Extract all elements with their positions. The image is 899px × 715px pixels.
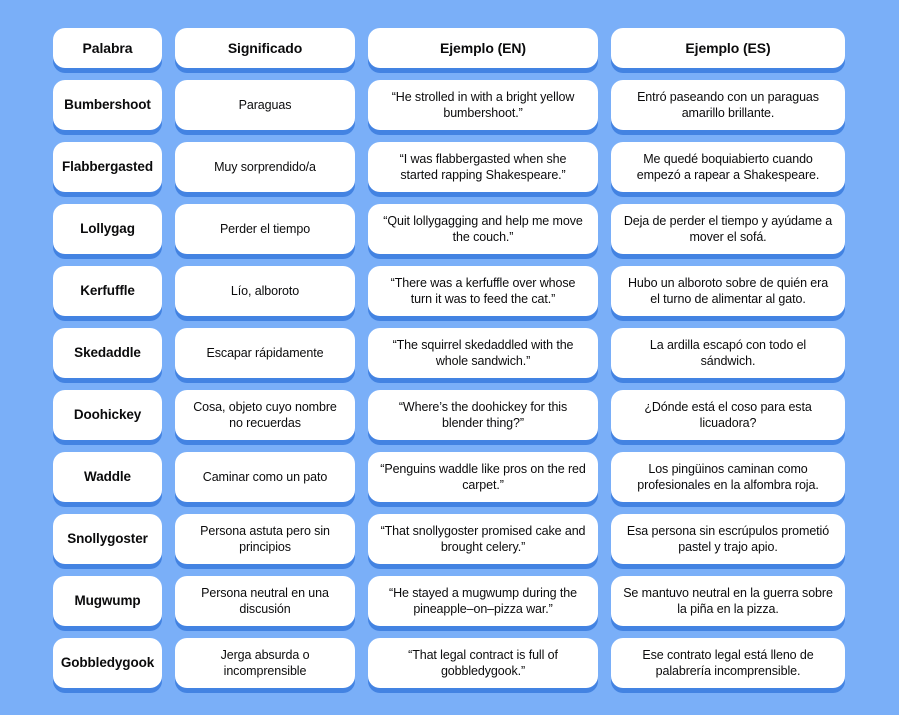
cell-word: Lollygag [53,204,162,254]
cell-example-es: Me quedé boquiabierto cuando empezó a ra… [611,142,845,192]
cell-word-text: Flabbergasted [62,159,153,175]
cell-example-es-text: Esa persona sin escrúpulos prometió past… [626,523,830,555]
cell-example-en-text: “That legal contract is full of gobbledy… [408,647,558,679]
cell-word-text: Lollygag [80,221,135,237]
cell-meaning: Muy sorprendido/a [175,142,355,192]
cell-word: Flabbergasted [53,142,162,192]
cell-example-es-text: Los pingüinos caminan como profesionales… [637,461,819,493]
cell-example-es: Entró paseando con un paraguas amarillo … [611,80,845,130]
column-header-ejemplo_es-text: Ejemplo (ES) [685,39,771,56]
cell-word: Mugwump [53,576,162,626]
column-header-significado: Significado [175,28,355,68]
vocabulary-table: Palabra Significado Ejemplo (EN) Ejemplo (E… [53,28,845,688]
cell-example-es-text: Deja de perder el tiempo y ayúdame a mov… [623,213,833,245]
cell-example-es: Se mantuvo neutral en la guerra sobre la… [611,576,845,626]
cell-example-en-text: “The squirrel skedaddled with the whole … [392,337,574,369]
cell-meaning-text: Jerga absurda o incomprensible [220,647,310,679]
cell-word: Bumbershoot [53,80,162,130]
cell-example-es-text: Entró paseando con un paraguas amarillo … [637,89,819,121]
cell-word-text: Mugwump [74,593,141,609]
cell-example-es-text: ¿Dónde está el coso para esta licuadora? [644,399,812,431]
cell-meaning: Cosa, objeto cuyo nombre no recuerdas [175,390,355,440]
cell-word-text: Waddle [84,469,131,485]
cell-example-en: “That legal contract is full of gobbledy… [368,638,598,688]
cell-meaning-text: Persona neutral en una discusión [201,585,329,617]
cell-example-es-text: Se mantuvo neutral en la guerra sobre la… [623,585,833,617]
cell-word-text: Snollygoster [67,531,148,547]
cell-example-en: “Penguins waddle like pros on the red ca… [368,452,598,502]
cell-word-text: Bumbershoot [64,97,151,113]
cell-example-es-text: Ese contrato legal está lleno de palabre… [642,647,814,679]
cell-example-es: Los pingüinos caminan como profesionales… [611,452,845,502]
cell-meaning-text: Perder el tiempo [219,221,311,236]
cell-meaning: Escapar rápidamente [175,328,355,378]
cell-example-en-text: “That snollygoster promised cake and bro… [380,523,586,555]
cell-example-en: “He strolled in with a bright yellow bum… [368,80,598,130]
column-header-palabra-text: Palabra [82,39,133,56]
cell-meaning: Persona astuta pero sin principios [175,514,355,564]
column-header-significado-text: Significado [227,39,303,56]
cell-example-en-text: “Where’s the doohickey for this blender … [398,399,568,431]
cell-meaning-text: Lío, alboroto [230,283,300,298]
cell-word: Snollygoster [53,514,162,564]
cell-example-en-text: “There was a kerfuffle over whose turn i… [390,275,576,307]
cell-example-es: Ese contrato legal está lleno de palabre… [611,638,845,688]
cell-meaning-text: Caminar como un pato [202,469,328,484]
cell-word: Kerfuffle [53,266,162,316]
cell-example-en-text: “I was flabbergasted when she started ra… [399,151,567,183]
cell-meaning: Caminar como un pato [175,452,355,502]
cell-word: Skedaddle [53,328,162,378]
cell-example-en: “That snollygoster promised cake and bro… [368,514,598,564]
cell-example-en-text: “He strolled in with a bright yellow bum… [391,89,575,121]
cell-meaning: Perder el tiempo [175,204,355,254]
cell-word-text: Gobbledygook [60,655,155,671]
cell-meaning-text: Escapar rápidamente [206,345,324,360]
cell-example-en: “Quit lollygagging and help me move the … [368,204,598,254]
cell-word: Gobbledygook [53,638,162,688]
cell-example-es-text: Me quedé boquiabierto cuando empezó a ra… [636,151,820,183]
cell-example-es: Esa persona sin escrúpulos prometió past… [611,514,845,564]
cell-word-text: Skedaddle [74,345,141,361]
cell-word: Doohickey [53,390,162,440]
cell-meaning-text: Cosa, objeto cuyo nombre no recuerdas [193,399,337,431]
cell-example-es: La ardilla escapó con todo el sándwich. [611,328,845,378]
cell-example-en: “Where’s the doohickey for this blender … [368,390,598,440]
cell-example-es-text: Hubo un alboroto sobre de quién era el t… [627,275,829,307]
cell-meaning-text: Paraguas [238,97,292,112]
cell-example-en: “I was flabbergasted when she started ra… [368,142,598,192]
cell-meaning: Paraguas [175,80,355,130]
cell-meaning-text: Persona astuta pero sin principios [200,523,330,555]
cell-word: Waddle [53,452,162,502]
cell-example-es: Hubo un alboroto sobre de quién era el t… [611,266,845,316]
cell-word-text: Kerfuffle [80,283,135,299]
cell-example-en: “The squirrel skedaddled with the whole … [368,328,598,378]
cell-meaning: Persona neutral en una discusión [175,576,355,626]
cell-meaning-text: Muy sorprendido/a [214,159,316,174]
column-header-ejemplo_en-text: Ejemplo (EN) [440,39,526,56]
cell-meaning: Lío, alboroto [175,266,355,316]
cell-example-en: “There was a kerfuffle over whose turn i… [368,266,598,316]
cell-example-en-text: “Penguins waddle like pros on the red ca… [380,461,586,493]
cell-meaning: Jerga absurda o incomprensible [175,638,355,688]
cell-example-es-text: La ardilla escapó con todo el sándwich. [649,337,807,369]
cell-example-en: “He stayed a mugwump during the pineappl… [368,576,598,626]
cell-example-es: ¿Dónde está el coso para esta licuadora? [611,390,845,440]
cell-example-en-text: “Quit lollygagging and help me move the … [383,213,583,245]
cell-word-text: Doohickey [73,407,142,423]
column-header-palabra: Palabra [53,28,162,68]
column-header-ejemplo_en: Ejemplo (EN) [368,28,598,68]
cell-example-en-text: “He stayed a mugwump during the pineappl… [389,585,577,617]
cell-example-es: Deja de perder el tiempo y ayúdame a mov… [611,204,845,254]
column-header-ejemplo_es: Ejemplo (ES) [611,28,845,68]
